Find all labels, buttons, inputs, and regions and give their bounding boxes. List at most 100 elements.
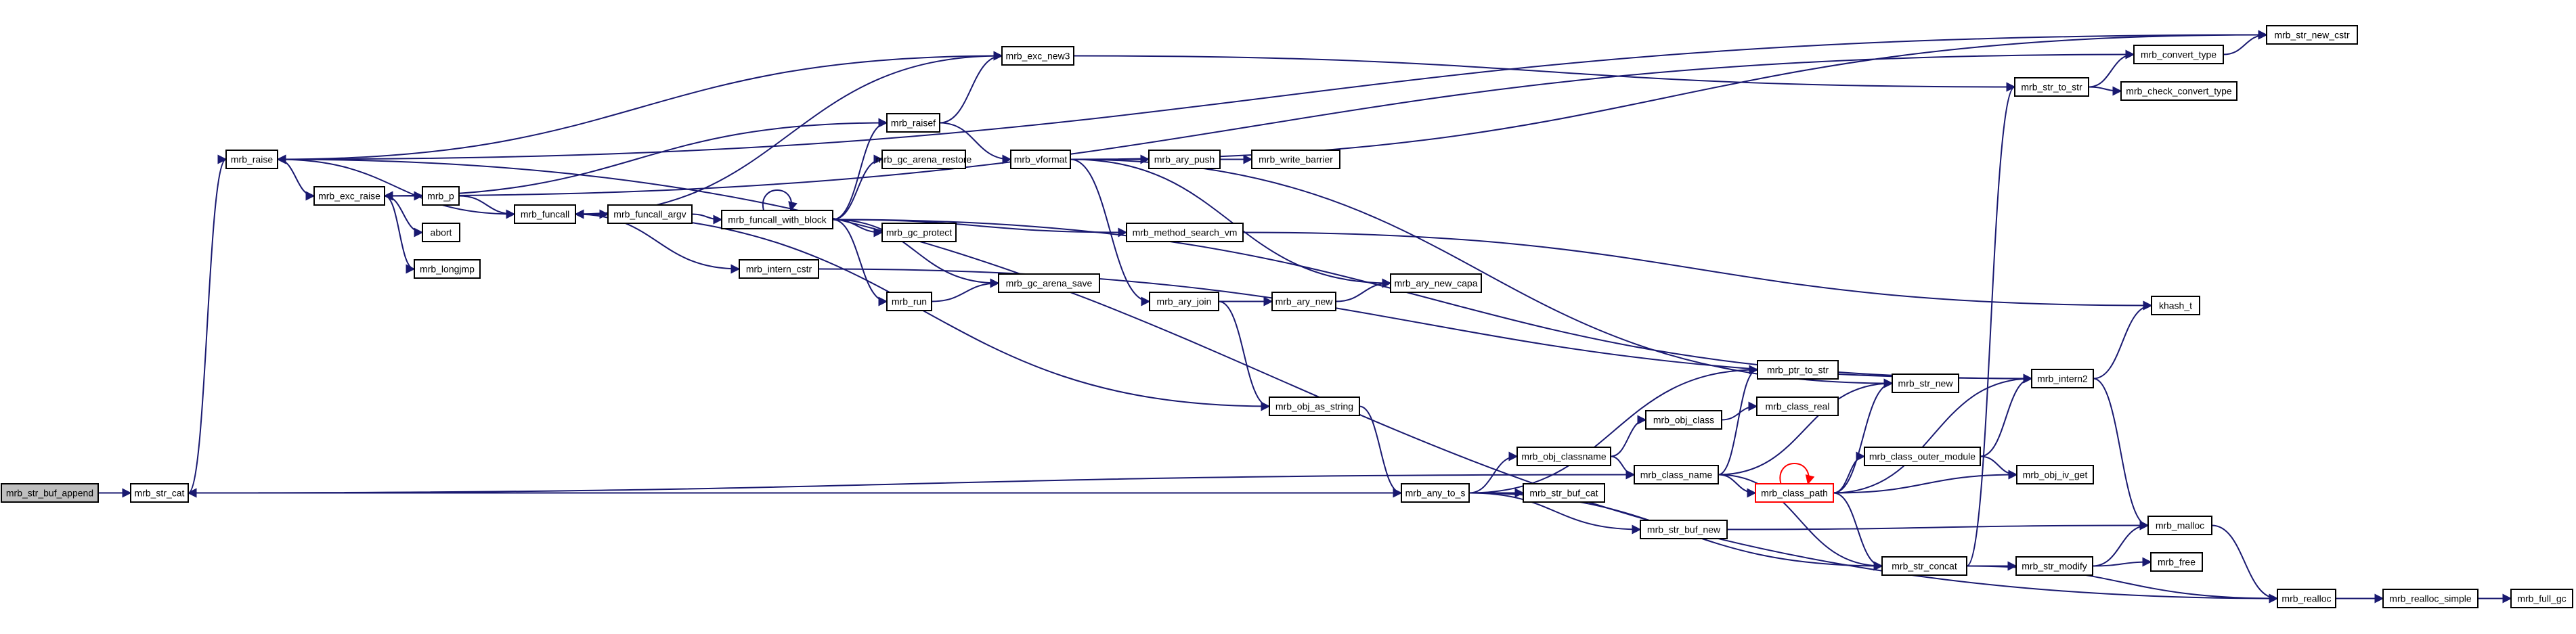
node-mrb-ary-join[interactable]: mrb_ary_join (1149, 292, 1219, 311)
node-mrb-method-search-vm[interactable]: mrb_method_search_vm (1126, 223, 1244, 242)
node-mrb-intern2[interactable]: mrb_intern2 (2031, 369, 2094, 388)
node-label: mrb_ary_new_capa (1395, 278, 1478, 289)
node-box (2031, 369, 2094, 388)
node-mrb-realloc-simple[interactable]: mrb_realloc_simple (2382, 589, 2479, 608)
node-khash-t[interactable]: khash_t (2151, 296, 2200, 315)
node-box (998, 273, 1100, 293)
node-mrb-class-outer-module[interactable]: mrb_class_outer_module (1864, 447, 1981, 466)
node-mrb-ary-new[interactable]: mrb_ary_new (1271, 292, 1336, 311)
node-mrb-funcall-with-block[interactable]: mrb_funcall_with_block (721, 210, 833, 229)
edge-mrb_str_modify-to-mrb_free (2092, 557, 2152, 567)
node-mrb-check-convert-type[interactable]: mrb_check_convert_type (2120, 81, 2237, 101)
node-mrb-convert-type[interactable]: mrb_convert_type (2133, 45, 2224, 64)
node-mrb-malloc[interactable]: mrb_malloc (2147, 516, 2212, 535)
node-label: mrb_class_outer_module (1869, 451, 1975, 462)
node-mrb-write-barrier[interactable]: mrb_write_barrier (1251, 150, 1340, 169)
node-mrb-run[interactable]: mrb_run (886, 292, 932, 311)
node-mrb-raisef[interactable]: mrb_raisef (886, 113, 940, 133)
node-box (225, 150, 278, 169)
edge-mrb_str_modify-to-mrb_malloc (2092, 520, 2149, 567)
node-mrb-str-to-str[interactable]: mrb_str_to_str (2014, 77, 2089, 97)
node-label: mrb_ary_new (1275, 296, 1334, 307)
edge-mrb_str_cat-to-mrb_raise (188, 154, 227, 494)
node-mrb-any-to-s[interactable]: mrb_any_to_s (1401, 483, 1470, 503)
node-label: mrb_free (2158, 557, 2196, 568)
edge-mrb_str_to_str-to-mrb_convert_type (2088, 49, 2135, 88)
node-mrb-longjmp[interactable]: mrb_longjmp (414, 259, 481, 279)
node-box (1881, 556, 1967, 576)
node-mrb-class-real[interactable]: mrb_class_real (1756, 397, 1839, 416)
edge-mrb_funcall-to-mrb_raise (276, 154, 515, 215)
node-box (2016, 465, 2094, 484)
node-abort[interactable]: abort (422, 223, 460, 242)
node-label: mrb_funcall_argv (613, 209, 686, 220)
node-mrb-obj-iv-get[interactable]: mrb_obj_iv_get (2016, 465, 2094, 484)
node-mrb-ary-new-capa[interactable]: mrb_ary_new_capa (1390, 273, 1482, 293)
node-mrb-intern-cstr[interactable]: mrb_intern_cstr (739, 259, 819, 279)
edges-layer (97, 30, 2512, 604)
node-mrb-str-buf-new[interactable]: mrb_str_buf_new (1640, 520, 1728, 539)
node-mrb-full-gc[interactable]: mrb_full_gc (2510, 589, 2573, 608)
node-mrb-gc-arena-restore[interactable]: mrb_gc_arena_restore (876, 150, 972, 169)
node-mrb-str-new[interactable]: mrb_str_new (1892, 373, 1959, 393)
edge-mrb_obj_classname-to-mrb_obj_class (1610, 415, 1647, 457)
edge-mrb_raise-to-mrb_str_new_cstr (277, 30, 2268, 160)
node-mrb-funcall-argv[interactable]: mrb_funcall_argv (607, 204, 693, 224)
edge-mrb_vformat-to-mrb_ary_join (1070, 158, 1151, 307)
edge-mrb_raisef-to-mrb_vformat (939, 122, 1012, 164)
edge-mrb_raisef-to-mrb_exc_raise (383, 122, 888, 201)
node-mrb-raise[interactable]: mrb_raise (225, 150, 278, 169)
edge-mrb_class_name-to-mrb_str_cat (187, 474, 1635, 498)
node-mrb-exc-raise[interactable]: mrb_exc_raise (313, 186, 385, 206)
node-mrb-obj-as-string[interactable]: mrb_obj_as_string (1269, 397, 1360, 416)
node-mrb-exc-new3[interactable]: mrb_exc_new3 (1001, 46, 1074, 66)
node-label: mrb_class_name (1640, 470, 1713, 480)
node-label: mrb_method_search_vm (1133, 227, 1238, 238)
edge-mrb_malloc-to-mrb_realloc (2211, 524, 2279, 604)
node-box (1645, 410, 1722, 430)
node-label: mrb_run (892, 296, 927, 307)
node-mrb-funcall[interactable]: mrb_funcall (514, 204, 576, 224)
node-box (2277, 589, 2336, 608)
node-label: mrb_str_buf_cat (1529, 488, 1598, 499)
node-label: mrb_class_real (1766, 401, 1830, 412)
node-box (1251, 150, 1340, 169)
node-label: mrb_obj_iv_get (2023, 470, 2088, 480)
node-mrb-p[interactable]: mrb_p (422, 186, 460, 206)
node-mrb-ptr-to-str[interactable]: mrb_ptr_to_str (1757, 360, 1839, 380)
node-box (130, 483, 189, 503)
node-mrb-str-modify[interactable]: mrb_str_modify (2015, 556, 2093, 576)
node-mrb-gc-protect[interactable]: mrb_gc_protect (881, 223, 957, 242)
node-label: khash_t (2159, 300, 2192, 311)
node-mrb-str-buf-append[interactable]: mrb_str_buf_append (1, 483, 99, 503)
node-label: mrb_raise (231, 154, 273, 165)
edge-mrb_str_concat-to-mrb_str_to_str (1966, 82, 2016, 567)
node-box (1640, 520, 1728, 539)
edge-mrb_funcall_with_block-to-mrb_gc_arena_restore (832, 154, 883, 221)
node-box (1149, 292, 1219, 311)
edge-mrb_raise-to-mrb_exc_new3 (277, 51, 1003, 160)
edge-mrb_raise-to-mrb_exc_raise (277, 158, 315, 201)
node-mrb-free[interactable]: mrb_free (2150, 552, 2203, 572)
node-mrb-str-buf-cat[interactable]: mrb_str_buf_cat (1523, 483, 1605, 503)
edge-mrb_funcall_with_block-to-mrb_intern2 (832, 219, 2033, 384)
node-label: mrb_str_buf_new (1647, 524, 1721, 535)
node-label: mrb_gc_arena_save (1006, 278, 1093, 289)
node-mrb-gc-arena-save[interactable]: mrb_gc_arena_save (998, 273, 1100, 293)
node-mrb-str-concat[interactable]: mrb_str_concat (1881, 556, 1967, 576)
edge-mrb_exc_new3-to-mrb_funcall (574, 55, 1003, 219)
node-mrb-vformat[interactable]: mrb_vformat (1010, 150, 1071, 169)
node-mrb-ary-push[interactable]: mrb_ary_push (1148, 150, 1221, 169)
node-mrb-str-new-cstr[interactable]: mrb_str_new_cstr (2266, 25, 2358, 45)
node-mrb-realloc[interactable]: mrb_realloc (2277, 589, 2336, 608)
node-box (414, 259, 481, 279)
node-box (2120, 81, 2237, 101)
node-label: mrb_obj_classname (1521, 451, 1606, 462)
node-mrb-class-name[interactable]: mrb_class_name (1634, 465, 1719, 484)
node-mrb-str-cat[interactable]: mrb_str_cat (130, 483, 189, 503)
node-mrb-class-path[interactable]: mrb_class_path (1755, 483, 1834, 503)
node-mrb-obj-classname[interactable]: mrb_obj_classname (1516, 447, 1611, 466)
node-box (2014, 77, 2089, 97)
node-mrb-obj-class[interactable]: mrb_obj_class (1645, 410, 1722, 430)
node-label: mrb_intern_cstr (746, 264, 812, 275)
